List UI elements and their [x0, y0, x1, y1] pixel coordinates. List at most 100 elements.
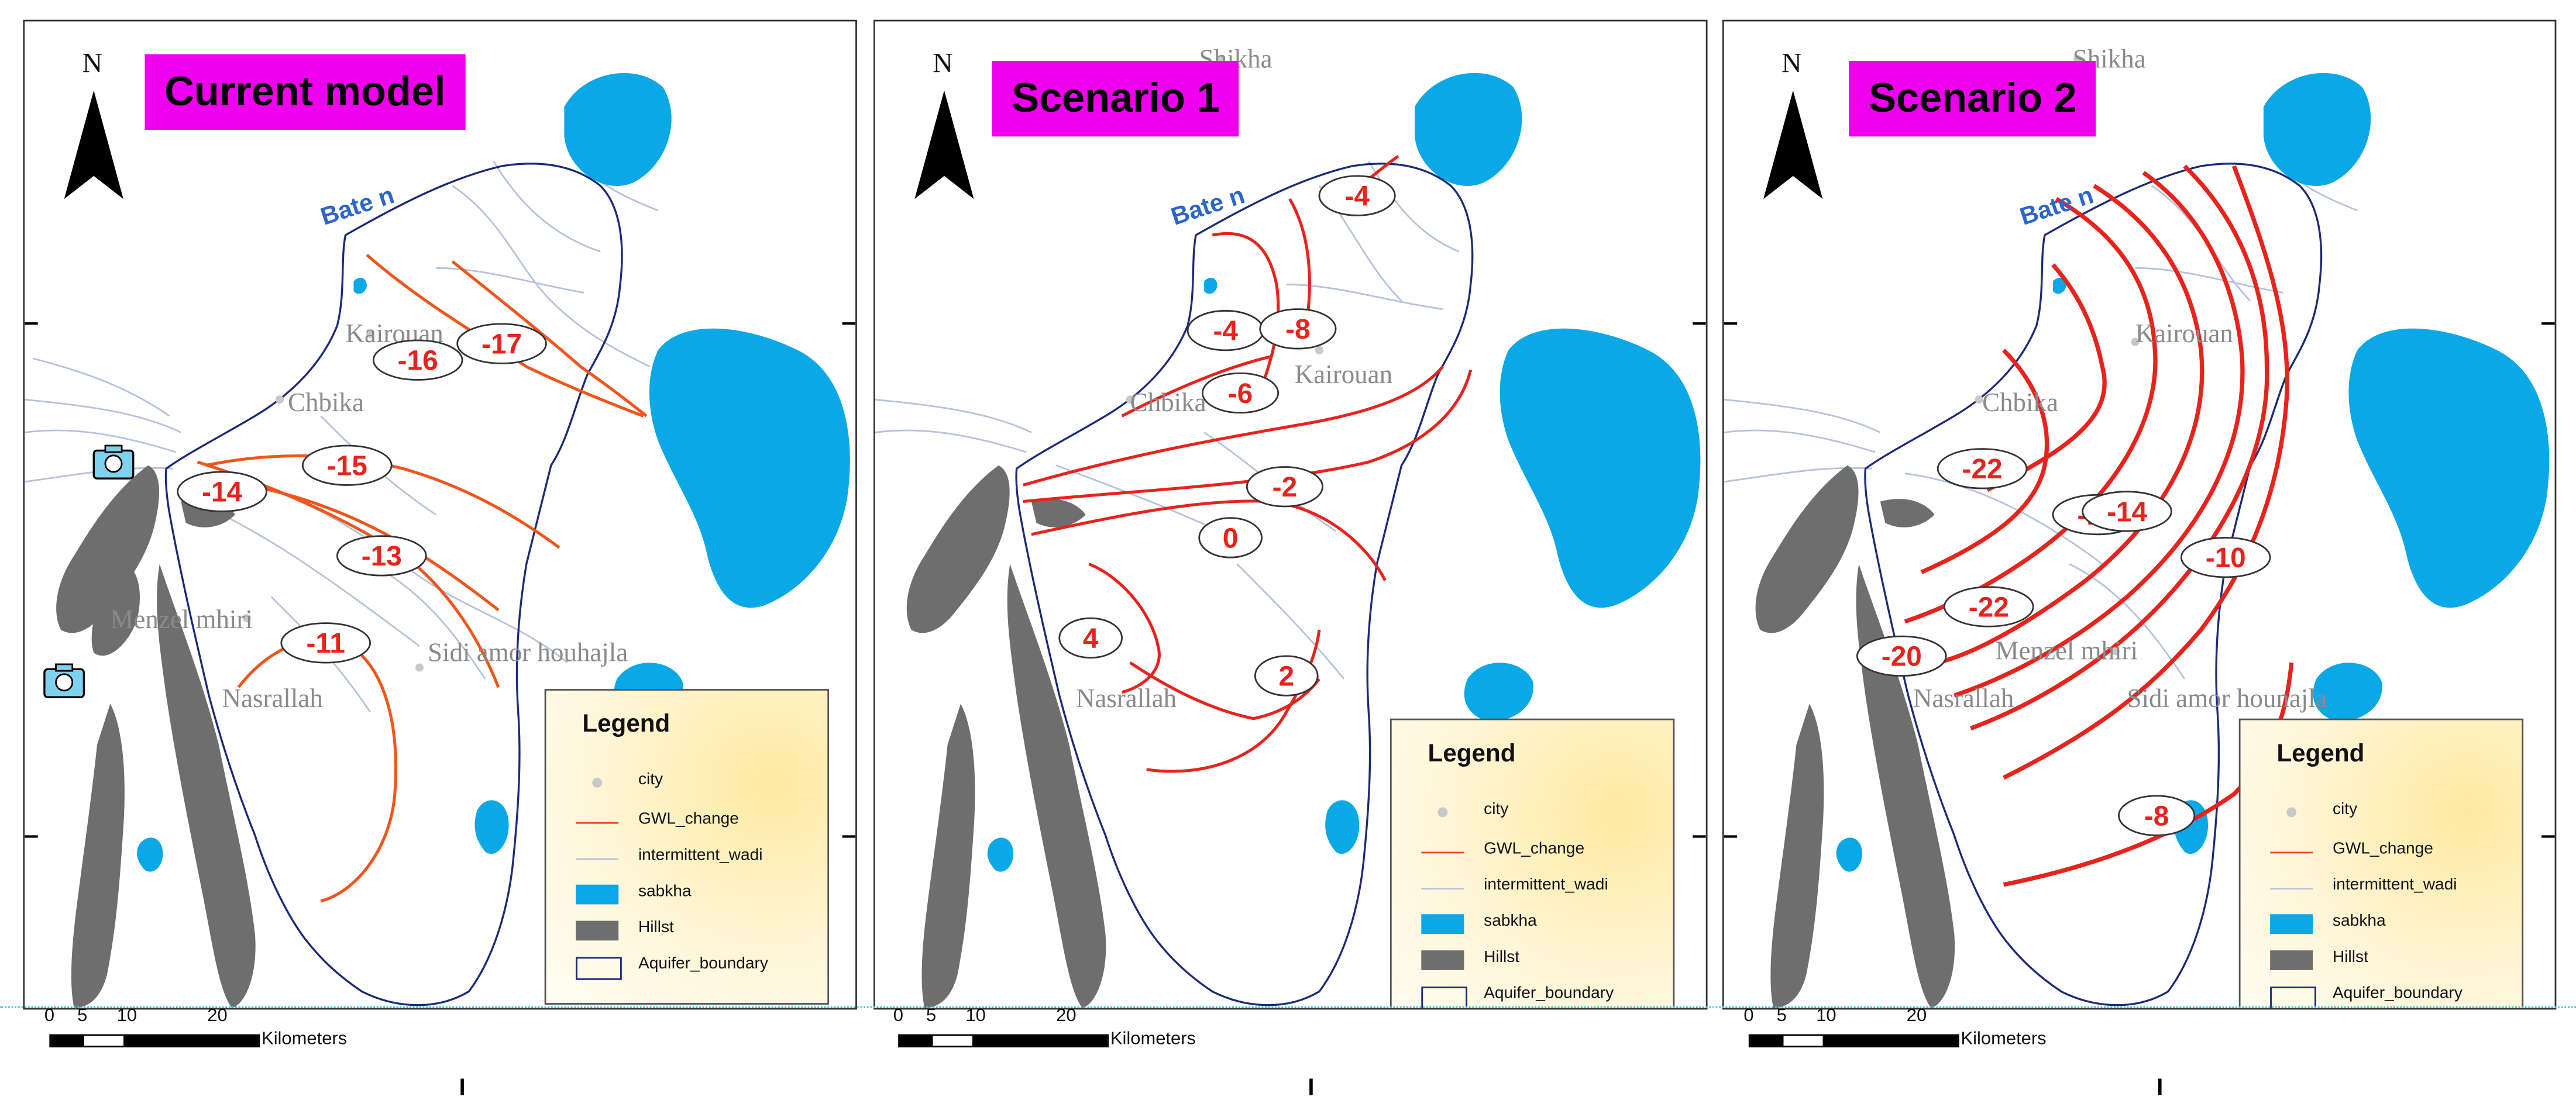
legend-item: GWL_change — [2260, 839, 2515, 865]
town-label: Nasrallah — [1913, 684, 2014, 713]
contour-label-bubble — [1254, 655, 1319, 696]
scale-tick-label: 5 — [77, 1006, 88, 1026]
contour-label-bubble — [301, 444, 393, 486]
legend-label: intermittent_wadi — [1484, 876, 1608, 895]
legend-item: Hillst — [1411, 947, 1666, 974]
legend-item: Aquifer_boundary — [566, 954, 821, 980]
scale-tick-label: 0 — [893, 1006, 903, 1026]
hill-areas — [906, 465, 1106, 1008]
legend-label: GWL_change — [2332, 840, 2433, 858]
town-label: Nasrallah — [222, 684, 323, 713]
town-label: Menzel mhiri — [110, 605, 253, 634]
legend-item: intermittent_wadi — [1411, 875, 1666, 901]
legend-item: Aquifer_boundary — [1411, 983, 1666, 1008]
scale-tick-label: 0 — [1743, 1006, 1754, 1026]
panel-title-badge: Current model — [145, 54, 466, 130]
legend-label: Aquifer_boundary — [1484, 985, 1614, 1004]
legend-label: Hillst — [638, 919, 674, 937]
aquifer-boundary — [1864, 163, 2323, 1006]
legend-title: Legend — [1428, 740, 1516, 768]
town-label: Sidi amor hounajla — [2127, 684, 2327, 713]
legend-swatch — [2270, 987, 2316, 1008]
river-label: Bate n — [2017, 181, 2097, 230]
north-arrow-icon — [914, 90, 974, 199]
legend-label: city — [2332, 801, 2358, 819]
panel-title-badge: Scenario 2 — [1849, 61, 2097, 137]
legend-label: sabkha — [638, 882, 692, 901]
contour-value-label: -20 — [1882, 642, 1922, 673]
contour-label-bubble — [2118, 795, 2196, 836]
town-label: Kairouan — [2135, 319, 2233, 348]
contour-value-label: -16 — [398, 346, 438, 377]
frame-ticks — [25, 322, 856, 838]
legend-item: GWL_change — [1411, 839, 1666, 865]
contour-label-bubble — [1259, 308, 1337, 350]
wadi-network — [875, 160, 1460, 680]
legend-label: Aquifer_boundary — [2332, 985, 2462, 1004]
scale-tick-label: 10 — [1816, 1006, 1836, 1026]
contour-label-bubble — [1318, 175, 1396, 216]
legend-item: city — [566, 770, 821, 796]
river-label: Bate n — [317, 181, 397, 230]
legend-swatch — [1421, 888, 1464, 890]
city-markers — [1126, 55, 1324, 672]
legend-label: Hillst — [2332, 949, 2368, 967]
legend-item: intermittent_wadi — [566, 845, 821, 871]
contour-value-label: -14 — [202, 477, 242, 508]
frame-tick — [2158, 1078, 2161, 1095]
hill-areas — [56, 465, 256, 1008]
contour-label-bubble — [1198, 517, 1263, 558]
contour-line — [205, 454, 560, 549]
north-label: N — [82, 47, 103, 79]
contour-value-label: -2 — [1272, 472, 1298, 503]
scale-unit-label: Kilometers — [1110, 1029, 1196, 1049]
contour-value-label: -17 — [482, 329, 522, 360]
frame-ticks — [1693, 322, 1706, 838]
contour-label-bubble — [336, 535, 427, 577]
legend-swatch — [1421, 950, 1464, 970]
legend-item: sabkha — [2260, 911, 2515, 937]
north-arrow: N — [61, 48, 126, 206]
river-label: Bate n — [1168, 181, 1248, 230]
town-label: Menzel mhiri — [1996, 636, 2138, 665]
legend-swatch — [2270, 851, 2313, 854]
contour-line — [451, 260, 648, 418]
legend-label: sabkha — [2332, 912, 2386, 931]
contour-label-bubble — [1246, 466, 1324, 508]
legend-swatch — [1437, 807, 1448, 818]
scale-tick-label: 5 — [1776, 1006, 1787, 1026]
contour-label-bubble — [1856, 635, 1947, 677]
legend-swatch — [576, 920, 619, 941]
legend-label: city — [1484, 801, 1509, 819]
contour-line — [1212, 232, 1280, 401]
guide-line — [0, 1006, 2576, 1008]
contour-value-label: -11 — [306, 628, 345, 659]
legend-swatch — [1421, 987, 1468, 1008]
town-label: Chbika — [1130, 388, 1206, 417]
contour-value-label: -10 — [2206, 543, 2246, 574]
contour-label-bubble — [372, 339, 463, 381]
legend-item: city — [2260, 799, 2515, 825]
legend-swatch — [2270, 914, 2313, 935]
contour-line — [1937, 184, 2204, 665]
contour-value-label: -22 — [1969, 592, 2009, 623]
legend-title: Legend — [2276, 740, 2365, 768]
well-icon — [92, 444, 135, 480]
scale-unit-label: Kilometers — [1961, 1029, 2047, 1049]
legend-item: Hillst — [2260, 947, 2515, 974]
scale-tick-label: 10 — [965, 1006, 986, 1026]
contour-value-label: -8 — [1285, 314, 1311, 345]
contour-line — [1088, 563, 1161, 694]
legend-label: GWL_change — [1484, 840, 1585, 858]
north-arrow: N — [912, 48, 977, 206]
city-markers — [1975, 55, 2140, 656]
contour-value-label: 0 — [1223, 523, 1239, 554]
